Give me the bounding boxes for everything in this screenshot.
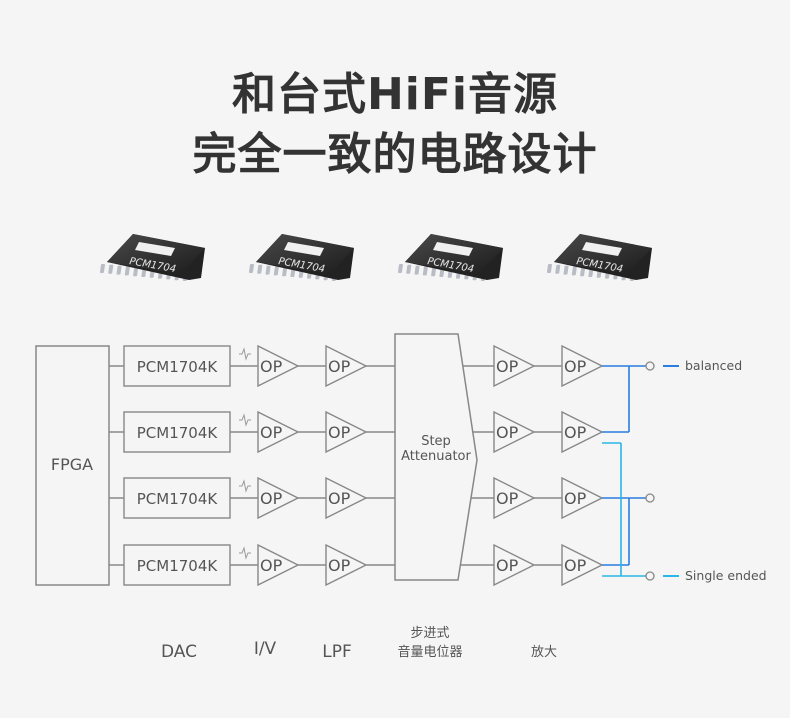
chip-pin xyxy=(414,265,420,275)
chip-logo xyxy=(582,242,622,256)
stage-label-dac: DAC xyxy=(161,642,197,662)
attenuator-label-step: Step xyxy=(421,434,451,449)
op-amp-triangle xyxy=(561,476,604,520)
chip-pin xyxy=(116,265,122,275)
stage-label-iv: I/V xyxy=(254,639,277,659)
chip-logo xyxy=(284,242,324,256)
balanced-terminal-2 xyxy=(645,493,655,503)
signal-wave-icon xyxy=(239,347,251,361)
op-amp-triangle xyxy=(561,344,604,388)
chip-body-top xyxy=(107,234,205,274)
fpga-box xyxy=(35,345,110,586)
fpga-label: FPGA xyxy=(51,455,93,474)
chip-pin xyxy=(273,266,279,276)
chip-pin xyxy=(397,264,403,273)
op-amp-triangle xyxy=(493,344,536,388)
chip-pin xyxy=(406,264,412,274)
op-amp-label: OP xyxy=(328,489,351,508)
op-amp-label: OP xyxy=(496,423,519,442)
output-wiring: balanced Single ended xyxy=(602,358,767,583)
op-amp-triangle xyxy=(325,476,368,520)
single-ended-terminal xyxy=(645,571,655,581)
step-attenuator-box xyxy=(394,333,478,581)
chip-pin xyxy=(248,264,254,273)
op-amp-label: OP xyxy=(564,556,587,575)
op-amp-label: OP xyxy=(260,489,283,508)
chip-logo xyxy=(433,242,473,256)
op-amp-label: OP xyxy=(260,556,283,575)
balanced-legend-label: balanced xyxy=(685,358,742,373)
op-amp-triangle xyxy=(257,543,300,587)
chip-pin xyxy=(571,266,577,276)
op-amp-label: OP xyxy=(564,423,587,442)
chip-image: PCM1704 xyxy=(397,234,503,281)
chip-images: PCM1704 PCM1704 PCM1704 PCM1704 xyxy=(99,234,652,281)
chip-pin xyxy=(555,264,561,274)
chip-image: PCM1704 xyxy=(546,234,652,281)
op-amp-label: OP xyxy=(564,489,587,508)
op-amp-label: OP xyxy=(328,423,351,442)
chip-pin xyxy=(265,265,271,275)
stage-label-attenuator-line1: 步进式 xyxy=(410,626,449,641)
op-amp-triangle xyxy=(257,410,300,454)
op-amp-label: OP xyxy=(496,556,519,575)
chip-logo xyxy=(135,242,175,256)
op-amp-triangle xyxy=(257,344,300,388)
chip-pin xyxy=(546,264,552,273)
chip-pin xyxy=(124,266,130,276)
op-amp-triangle xyxy=(493,410,536,454)
stage-label-amp: 放大 xyxy=(531,645,557,660)
chip-body-top xyxy=(554,234,652,274)
chip-pin xyxy=(431,267,437,277)
chip-pin xyxy=(257,264,263,274)
title-line-1: 和台式HiFi音源 xyxy=(231,69,559,120)
dac-label: PCM1704K xyxy=(137,358,219,376)
chip-pin xyxy=(108,264,114,274)
op-amp-triangle xyxy=(325,543,368,587)
op-amp-triangle xyxy=(493,543,536,587)
chip-image: PCM1704 xyxy=(99,234,205,281)
stage-label-attenuator-line2: 音量电位器 xyxy=(397,644,462,660)
op-amp-triangle xyxy=(493,476,536,520)
balanced-terminal-1 xyxy=(645,361,655,371)
op-amp-triangle xyxy=(325,344,368,388)
chip-pin xyxy=(580,267,586,277)
attenuator-label-attenuator: Attenuator xyxy=(401,449,471,464)
signal-wave-icon xyxy=(239,546,251,560)
dac-label: PCM1704K xyxy=(137,424,219,442)
title-line-2: 完全一致的电路设计 xyxy=(192,129,598,180)
stage-label-lpf: LPF xyxy=(322,642,352,662)
chip-image: PCM1704 xyxy=(248,234,354,281)
op-amp-triangle xyxy=(561,543,604,587)
op-amp-label: OP xyxy=(328,556,351,575)
chip-pin xyxy=(422,266,428,276)
op-amp-label: OP xyxy=(496,357,519,376)
chip-pin xyxy=(133,267,139,277)
dac-label: PCM1704K xyxy=(137,490,219,508)
chip-body-top xyxy=(256,234,354,274)
chip-pin xyxy=(282,267,288,277)
op-amp-label: OP xyxy=(260,357,283,376)
op-amp-triangle xyxy=(561,410,604,454)
chip-pin xyxy=(99,264,105,273)
chip-body-top xyxy=(405,234,503,274)
signal-wave-icon xyxy=(239,479,251,493)
op-amp-label: OP xyxy=(328,357,351,376)
op-amp-label: OP xyxy=(260,423,283,442)
signal-wave-icon xyxy=(239,413,251,427)
dac-label: PCM1704K xyxy=(137,557,219,575)
op-amp-triangle xyxy=(325,410,368,454)
chip-pin xyxy=(563,265,569,275)
op-amp-label: OP xyxy=(564,357,587,376)
single-ended-legend-label: Single ended xyxy=(685,568,767,583)
op-amp-label: OP xyxy=(496,489,519,508)
op-amp-triangle xyxy=(257,476,300,520)
